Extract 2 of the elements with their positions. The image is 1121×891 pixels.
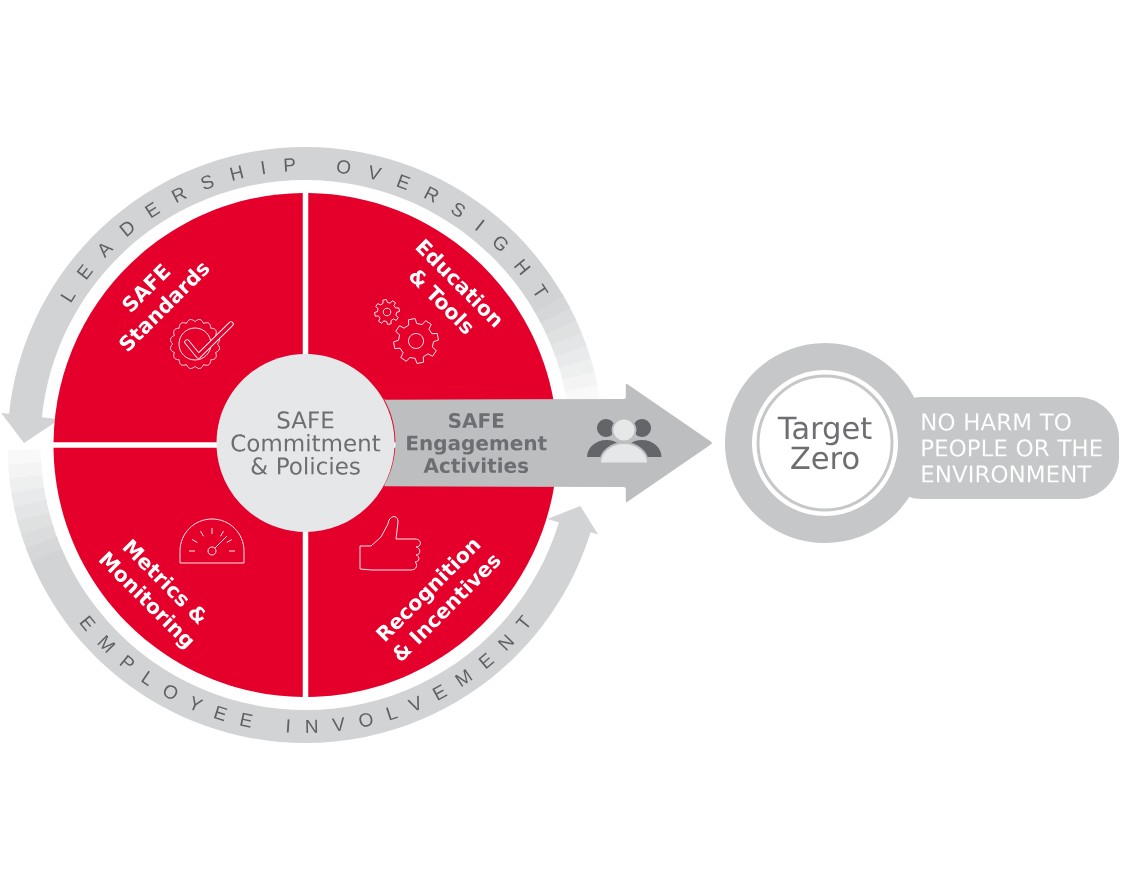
node-label: Target Zero	[777, 416, 872, 470]
node-label: NO HARM TO PEOPLE OR THE ENVIRONMENT	[922, 413, 1102, 483]
